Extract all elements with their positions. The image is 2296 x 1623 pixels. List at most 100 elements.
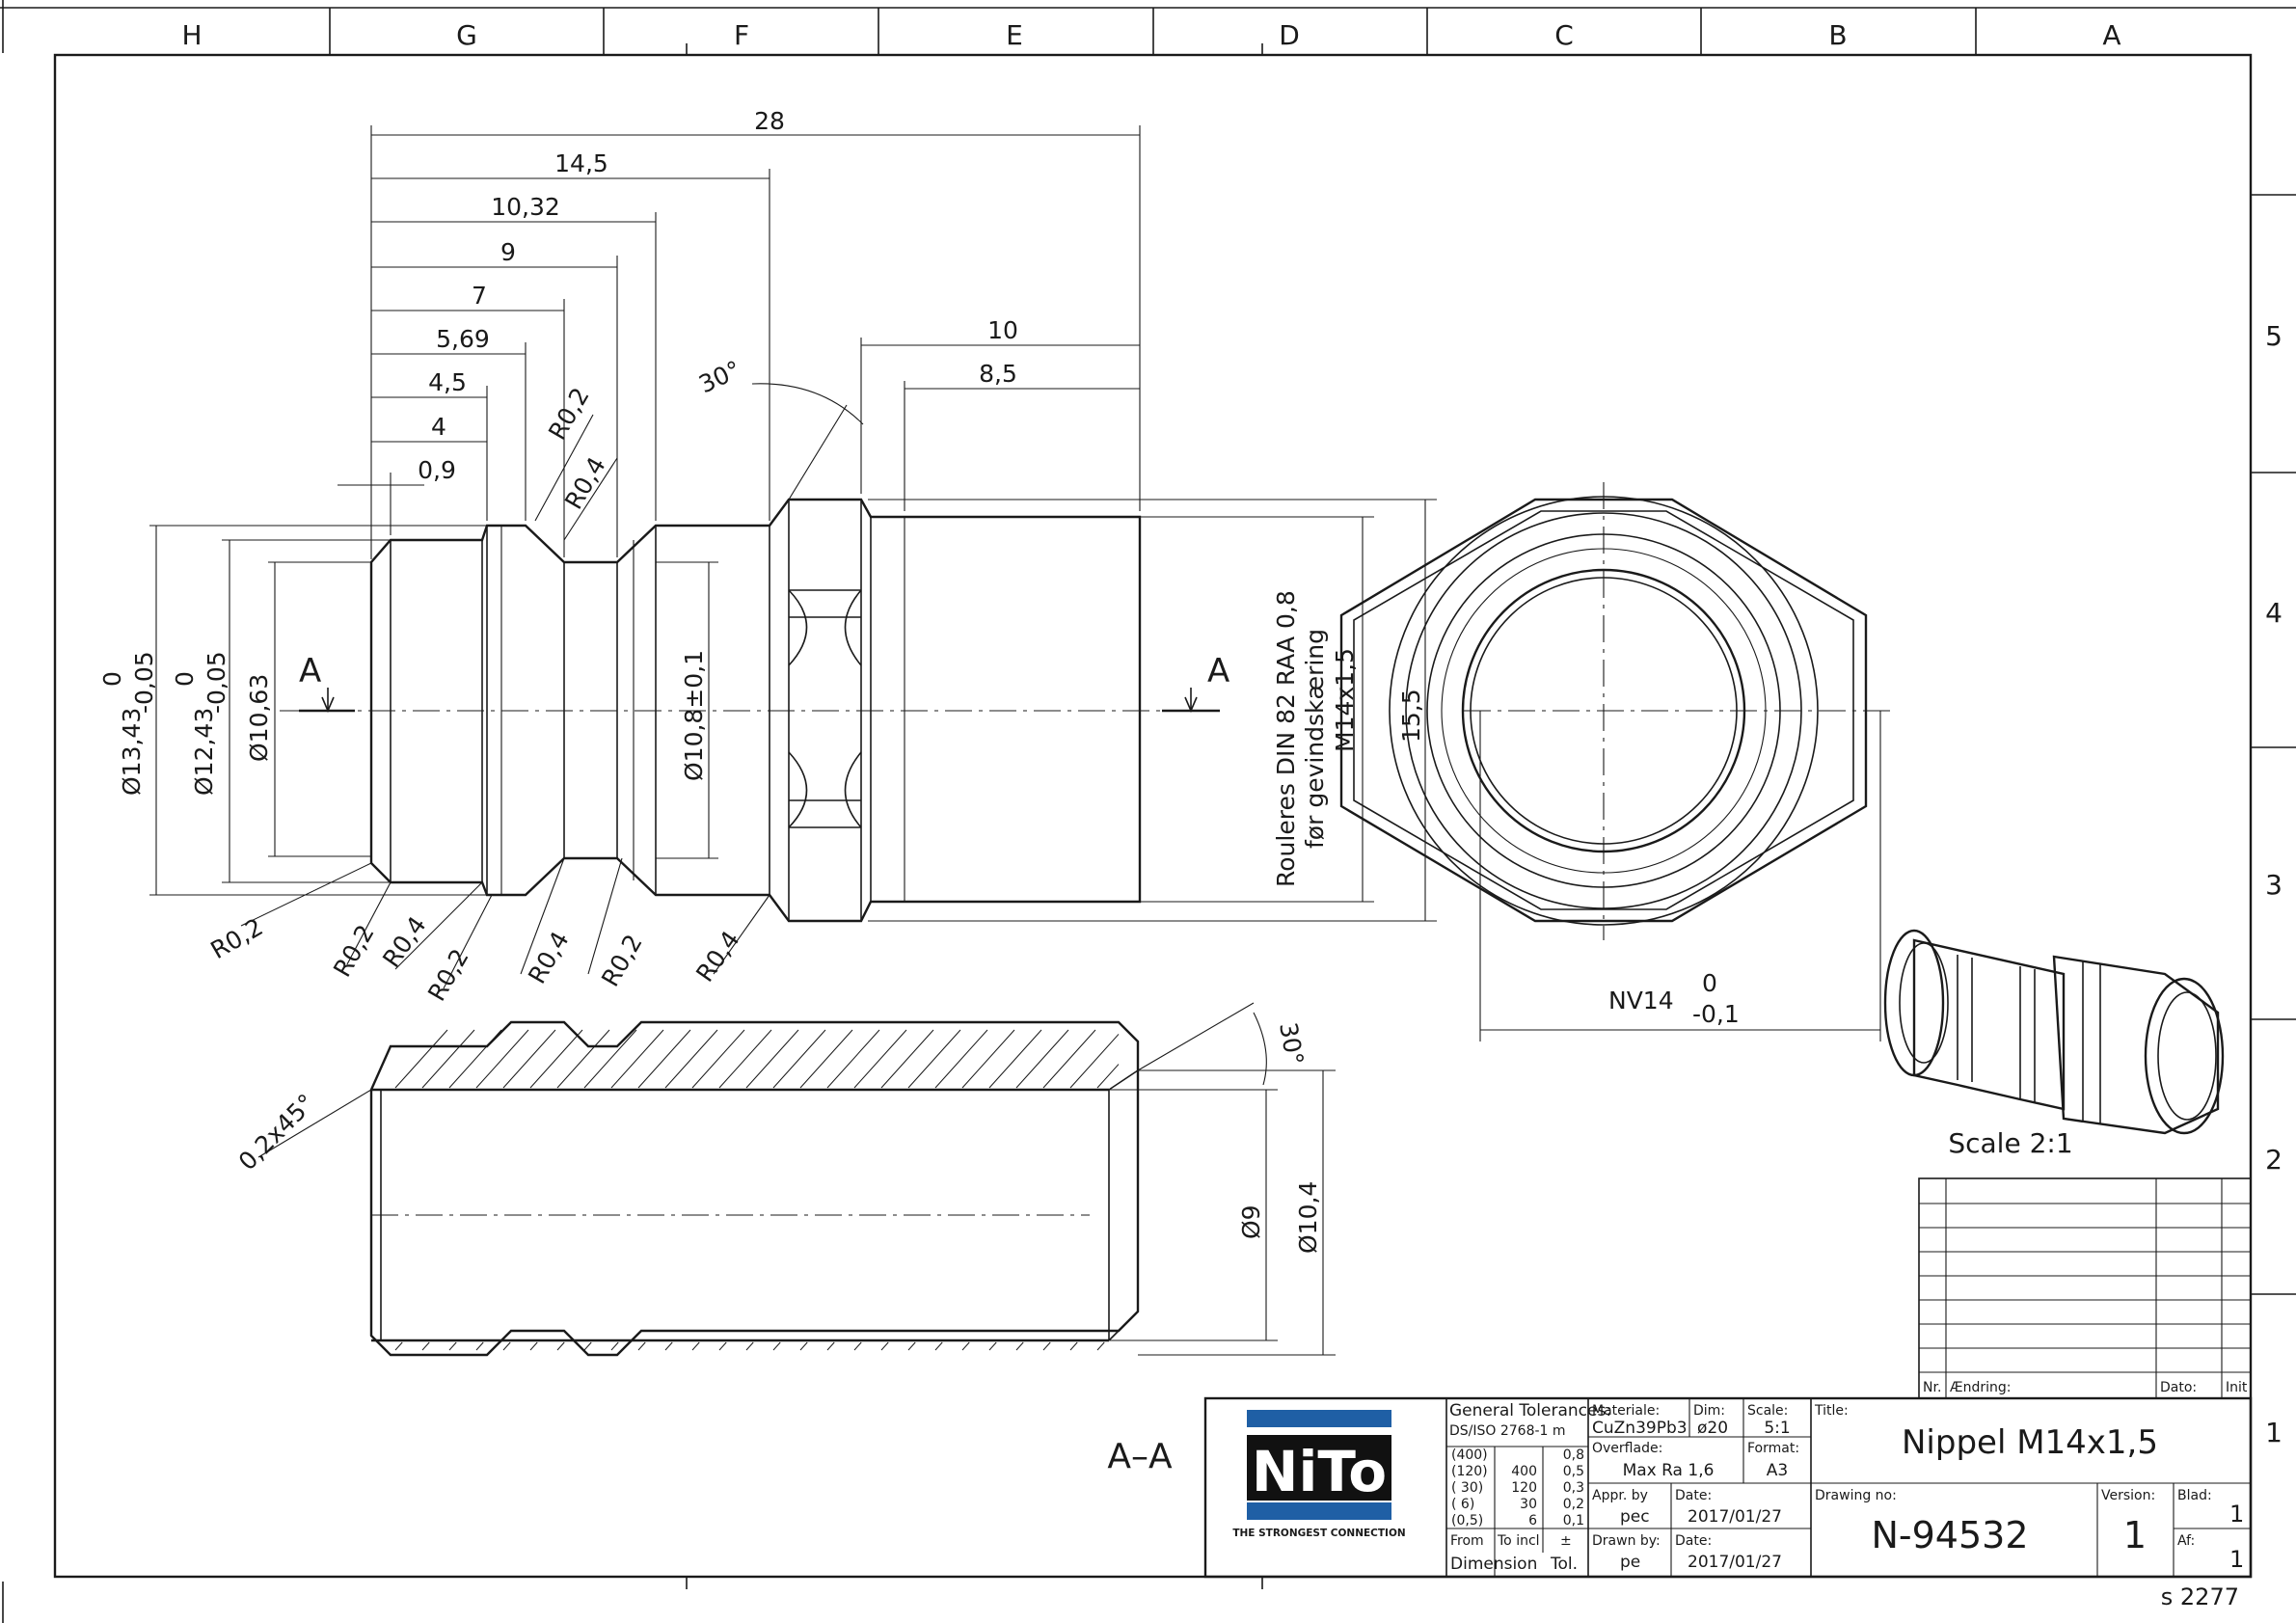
hatch-line: [529, 1029, 583, 1089]
dim-dia-12-43: Ø12,43: [190, 708, 218, 796]
dim-28: 28: [754, 107, 785, 135]
dim-10-32: 10,32: [491, 193, 560, 221]
radius-bottom-4: R0,2: [422, 944, 474, 1006]
hatch-line: [691, 1341, 700, 1351]
horizontal-dimensions: 28 14,5 10,32 9 7 5,69 4,5 4 0,9 10 8,5: [338, 107, 1141, 559]
tol-from-0: (400): [1451, 1447, 1488, 1463]
iso-view: Scale 2:1: [1883, 929, 2225, 1159]
hatch-line: [745, 1029, 799, 1089]
side-view: A A 28 14,5: [98, 107, 1437, 1006]
hatch-line: [799, 1029, 853, 1089]
dim-dia-13-tol-lower: -0,05: [130, 651, 158, 714]
blad-value: 1: [2229, 1501, 2244, 1528]
hatch-line: [853, 1029, 907, 1089]
angle-30-top: 30°: [694, 355, 744, 398]
hatch-line: [826, 1341, 835, 1351]
appr-value: pec: [1620, 1507, 1650, 1527]
dim-9: 9: [500, 238, 516, 266]
tol-from-3: ( 6): [1451, 1497, 1474, 1512]
section-marker-right: A: [1207, 652, 1229, 690]
grid-col-e: E: [1006, 19, 1023, 51]
tol-to-1: 400: [1511, 1464, 1537, 1479]
dim-nv14-tol-upper: 0: [1702, 969, 1717, 997]
tol-dimension-label: Dimension: [1450, 1555, 1537, 1574]
dim-4: 4: [431, 413, 446, 441]
hatch-line: [1042, 1341, 1051, 1351]
hatch-line: [610, 1029, 664, 1089]
radius-bottom-1: R0,2: [206, 913, 268, 965]
blad-label: Blad:: [2177, 1488, 2212, 1503]
hatch-line: [1015, 1029, 1069, 1089]
hatch-line: [529, 1341, 538, 1351]
title-value: Nippel M14x1,5: [1902, 1423, 2158, 1462]
drawn-value: pe: [1620, 1553, 1640, 1572]
version-label: Version:: [2101, 1488, 2155, 1503]
hatch-line: [448, 1341, 457, 1351]
grid-col-d: D: [1279, 19, 1300, 51]
hatch-line: [880, 1029, 934, 1089]
hatch-line: [421, 1341, 430, 1351]
dim-nv14-tol-lower: -0,1: [1692, 1000, 1740, 1028]
hatch-line: [1069, 1341, 1078, 1351]
grid-column-labels: H G F E D C B A: [181, 19, 2120, 51]
appr-date-value: 2017/01/27: [1688, 1507, 1782, 1527]
appr-label: Appr. by: [1592, 1488, 1648, 1503]
hatch-line: [556, 1341, 565, 1351]
rev-col-change: Ændring:: [1950, 1380, 2012, 1395]
dim-15-5: 15,5: [1397, 689, 1425, 743]
dim-10: 10: [987, 316, 1018, 344]
grid-row-2: 2: [2265, 1144, 2282, 1176]
dim-dia-12-tol-lower: -0,05: [203, 651, 230, 714]
dim-7: 7: [472, 282, 487, 310]
af-value: 1: [2229, 1546, 2244, 1573]
tol-to-2: 120: [1511, 1480, 1537, 1496]
hatch-line: [1069, 1034, 1120, 1089]
hatch-line: [799, 1341, 808, 1351]
section-hatch: [394, 1029, 1120, 1351]
radius-bottom-3: R0,4: [377, 911, 432, 972]
material-value: CuZn39Pb3: [1592, 1419, 1688, 1438]
iso-scale-label: Scale 2:1: [1948, 1127, 2072, 1159]
dim-14-5: 14,5: [554, 149, 608, 177]
tol-to-4: 6: [1528, 1513, 1537, 1528]
grid-col-c: C: [1554, 19, 1574, 51]
grid-row-3: 3: [2265, 869, 2282, 901]
surface-label: Overflade:: [1592, 1441, 1662, 1456]
dim-dia-13-tol-upper: 0: [98, 671, 126, 687]
surface-value: Max Ra 1,6: [1623, 1461, 1715, 1480]
hatch-line: [961, 1029, 1015, 1089]
grid-col-b: B: [1828, 19, 1847, 51]
dim-nv14: NV14: [1608, 987, 1674, 1014]
hatch-line: [853, 1341, 862, 1351]
drawing-no-value: N-94532: [1871, 1514, 2028, 1556]
radius-top-r02: R0,2: [543, 383, 595, 445]
hatch-line: [1096, 1341, 1105, 1351]
revision-table: Nr. Ændring: Dato: Init: [1918, 1177, 2252, 1399]
hatch-line: [988, 1341, 997, 1351]
tol-tol-0: 0,8: [1563, 1447, 1584, 1463]
dim-5-69: 5,69: [436, 325, 490, 353]
tol-from-4: (0,5): [1451, 1513, 1483, 1528]
hatch-line: [772, 1029, 826, 1089]
dim-dia-10-8: Ø10,8±0,1: [680, 650, 708, 781]
hatch-line: [637, 1341, 646, 1351]
radius-bottom-7: R0,4: [690, 926, 745, 987]
hatch-line: [448, 1029, 502, 1089]
material-label: Materiale:: [1592, 1403, 1660, 1419]
appr-date-label: Date:: [1675, 1488, 1712, 1503]
tol-to-3: 30: [1520, 1497, 1537, 1512]
hatch-line: [745, 1341, 754, 1351]
rev-col-nr: Nr.: [1923, 1380, 1941, 1395]
radius-bottom-6: R0,2: [596, 930, 648, 991]
dim-4-5: 4,5: [428, 368, 467, 396]
radius-bottom-5: R0,4: [523, 927, 575, 988]
hatch-line: [394, 1341, 403, 1351]
hatch-line: [583, 1341, 592, 1351]
hatch-line: [961, 1341, 970, 1351]
scale-value: 5:1: [1764, 1419, 1790, 1438]
section-chamfer: 0,2x45°: [233, 1089, 320, 1176]
hatch-line: [1015, 1341, 1024, 1351]
hatch-line: [907, 1029, 961, 1089]
